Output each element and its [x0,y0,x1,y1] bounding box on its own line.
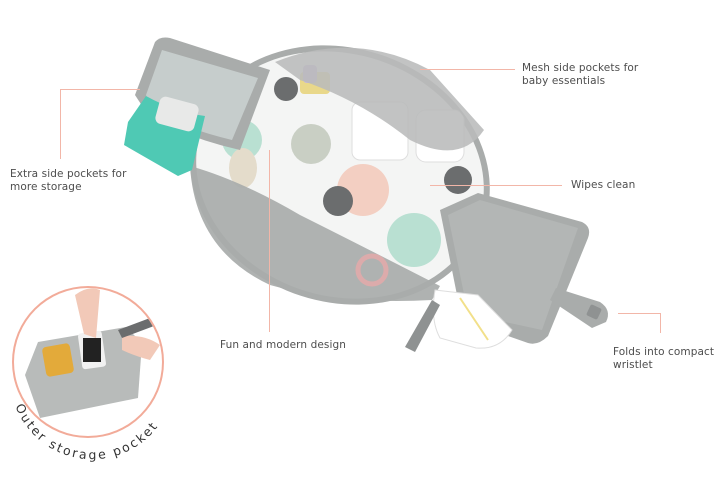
svg-text:Outer storage pocket: Outer storage pocket [12,401,161,462]
callout-line-wipes [430,185,562,186]
callout-text: Folds into compact [613,346,715,358]
callout-text: wristlet [613,359,653,371]
callout-mesh-pockets: Mesh side pockets for baby essentials [522,62,638,88]
callout-text: more storage [10,181,82,193]
callout-folds-wristlet: Folds into compact wristlet [613,346,714,372]
callout-text: Wipes clean [571,179,636,191]
callout-line-extra-h [60,89,140,90]
callout-text: Fun and modern design [220,339,347,351]
side-pocket-left [124,37,270,176]
callout-fun-design: Fun and modern design [220,339,346,352]
callout-line-extra-v [60,89,61,159]
callout-wipes-clean: Wipes clean [571,179,635,192]
callout-line-folds-h [618,313,661,314]
callout-text: baby essentials [522,75,606,87]
callout-extra-pockets: Extra side pockets for more storage [10,168,127,194]
callout-line-fun [269,150,270,332]
callout-text: Extra side pockets for [10,168,127,180]
callout-line-mesh [420,69,515,70]
diaper-flap [405,193,608,352]
inset-outer-pocket-photo [12,286,164,438]
callout-text: Mesh side pockets for [522,62,639,74]
callout-line-folds-v [660,313,661,333]
inset-caption-text: Outer storage pocket [12,401,159,462]
